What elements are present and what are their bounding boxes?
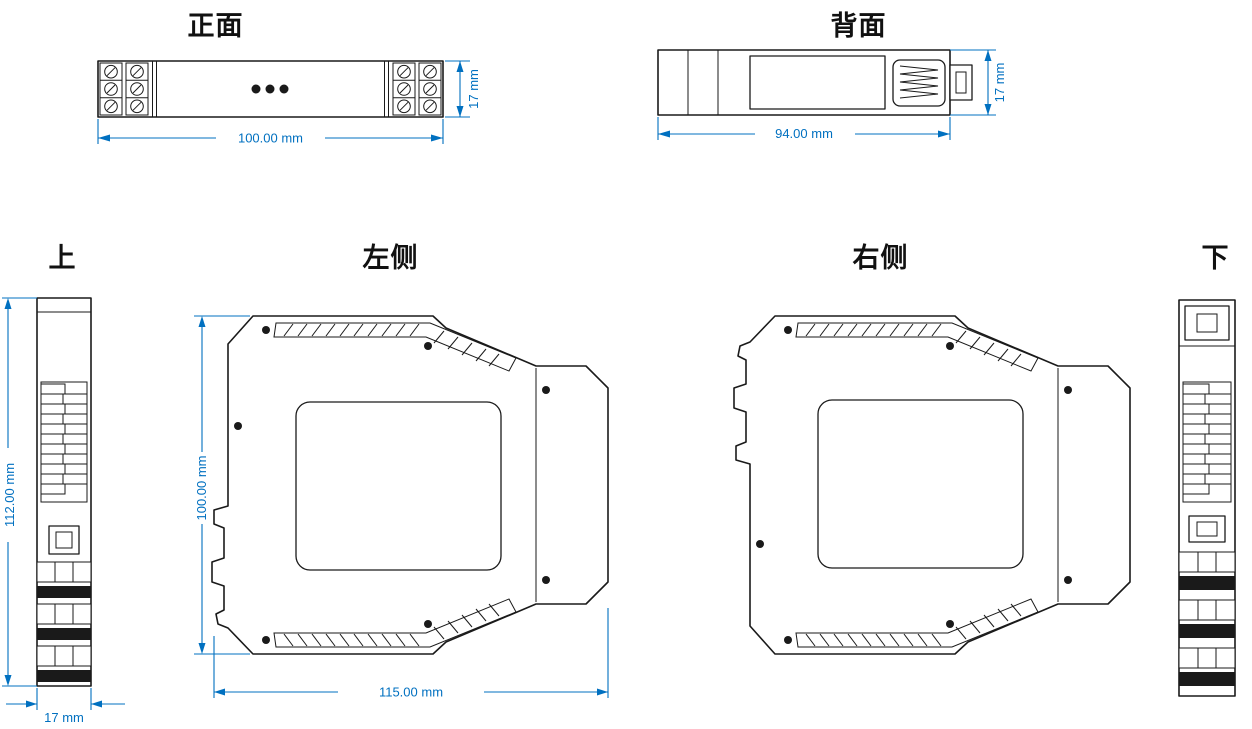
side-view-profile [211, 315, 609, 655]
dimension-text: 17 mm [992, 63, 1007, 103]
dimension-text: 17 mm [466, 69, 481, 109]
top-view-label: 上 [48, 243, 77, 273]
front-length-dimension: 100.00 mm [97, 119, 444, 146]
top-vent-slots [273, 322, 517, 372]
dimension-text: 94.00 mm [775, 126, 833, 141]
bottom-vent-slots [273, 598, 517, 648]
top-view-drawing: 112.00 mm 17 mm [2, 297, 125, 725]
back-center-panel [749, 55, 886, 110]
side-view-profile-mirrored [733, 315, 1131, 655]
dimension-text: 115.00 mm [379, 685, 443, 700]
bottom-view-label: 下 [1201, 243, 1230, 273]
dimension-text: 17 mm [44, 710, 84, 725]
terminal-group [36, 561, 92, 598]
back-view-drawing: 94.00 mm 17 mm [657, 49, 1007, 141]
top-width-dimension: 17 mm [6, 688, 125, 725]
terminal-group [36, 603, 92, 640]
front-view-drawing: 100.00 mm 17 mm [97, 60, 481, 146]
din-clip-spring [892, 59, 946, 107]
terminal-group [1178, 599, 1236, 638]
bus-connector-teeth [1182, 381, 1232, 503]
front-view-label: 正面 [187, 11, 244, 41]
dimension-text: 100.00 mm [238, 131, 303, 146]
dimension-text: 112.00 mm [2, 463, 17, 527]
left-side-view-drawing: 100.00 mm 115.00 mm [194, 315, 609, 700]
front-height-dimension: 17 mm [445, 60, 481, 118]
bus-connector-teeth [40, 381, 88, 503]
din-clip-end-cap [1184, 305, 1230, 341]
screw-terminal-icons [104, 64, 144, 114]
bottom-view-drawing [1178, 299, 1236, 697]
front-left-terminal-block [99, 62, 149, 116]
terminal-group [1178, 551, 1236, 590]
back-view-label: 背面 [830, 11, 887, 41]
din-clip-tab [949, 64, 973, 101]
left-width-dimension: 115.00 mm [213, 608, 609, 700]
terminal-group [1178, 647, 1236, 686]
center-recess [295, 401, 502, 571]
left-height-dimension: 100.00 mm [194, 315, 250, 655]
back-length-dimension: 94.00 mm [657, 117, 951, 141]
dimension-text: 100.00 mm [194, 455, 209, 520]
back-height-dimension: 17 mm [950, 49, 1007, 116]
right-view-label: 右侧 [852, 243, 909, 273]
terminal-group [36, 645, 92, 682]
small-connector-box [1188, 515, 1226, 543]
module-outline [211, 315, 609, 655]
front-right-terminal-block [392, 62, 442, 116]
front-led-indicators [251, 84, 289, 94]
mounting-dots [234, 326, 550, 644]
right-side-view-drawing [733, 315, 1131, 655]
screw-terminal-icons [397, 64, 437, 114]
top-length-dimension: 112.00 mm [2, 297, 37, 687]
left-view-label: 左侧 [362, 243, 419, 273]
small-connector-box [48, 525, 80, 555]
